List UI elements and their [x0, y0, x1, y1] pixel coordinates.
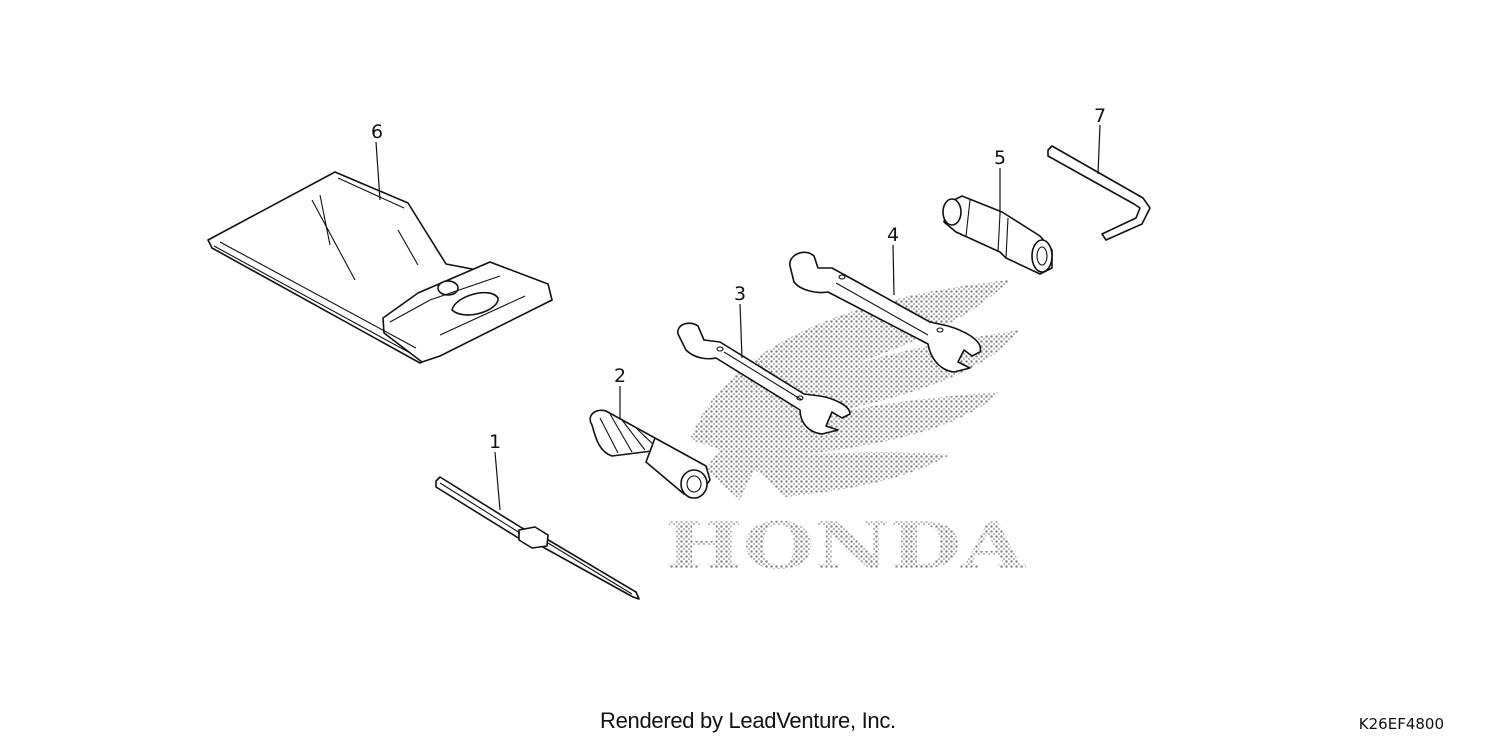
callout-4: 4	[887, 224, 899, 246]
hex-key	[1047, 145, 1151, 241]
callout-1: 1	[489, 431, 501, 453]
open-end-wrench-large	[789, 251, 982, 373]
screwdriver-bar	[435, 476, 640, 600]
callout-6: 6	[371, 121, 383, 143]
callout-2: 2	[614, 365, 626, 387]
screwdriver-handle	[589, 409, 711, 499]
honda-logo-watermark: HONDA	[665, 509, 1027, 584]
open-end-wrench	[677, 322, 851, 435]
callout-3: 3	[734, 283, 746, 305]
diagram-code: K26EF4800	[1358, 715, 1444, 733]
tool-bag	[207, 171, 553, 364]
honda-wing-watermark	[690, 280, 1020, 500]
callout-5: 5	[994, 147, 1006, 169]
leader-lines	[375, 124, 1101, 511]
footer-credit: Rendered by LeadVenture, Inc.	[600, 708, 896, 733]
spark-plug-socket	[942, 195, 1053, 275]
callout-7: 7	[1094, 105, 1106, 127]
